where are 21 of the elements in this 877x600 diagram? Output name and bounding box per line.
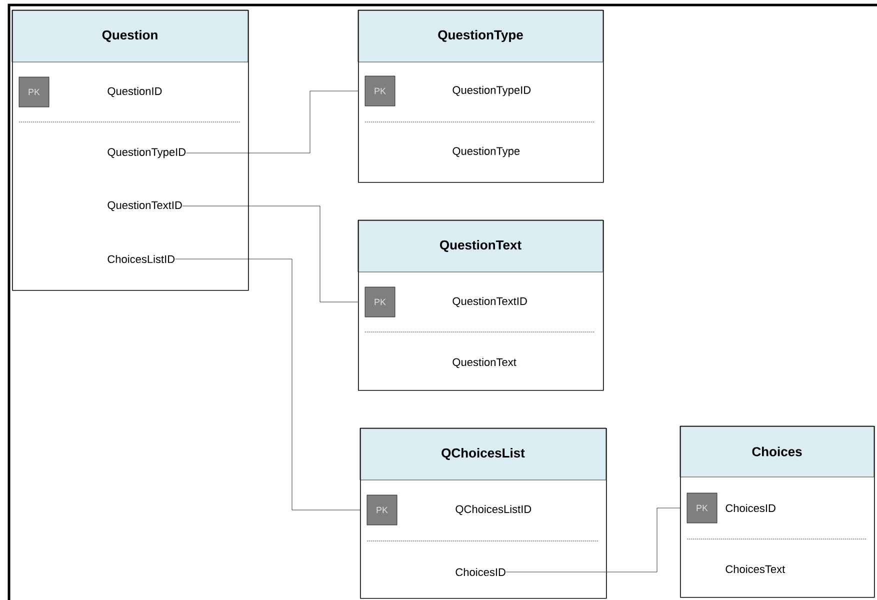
field-name: ChoicesListID <box>108 254 175 264</box>
field-name: ChoicesText <box>726 564 786 574</box>
connector-line <box>175 258 360 510</box>
connector-line <box>182 206 358 302</box>
key-badge: PK <box>366 494 398 526</box>
field-name: QuestionText <box>452 358 516 368</box>
key-badge: PK <box>364 286 396 318</box>
field-name: QChoicesListID <box>456 504 532 516</box>
field-name: ChoicesID <box>456 568 506 576</box>
field-name: QuestionTypeID <box>452 86 531 96</box>
field-name: ChoicesID <box>726 504 776 512</box>
connector-line <box>186 90 358 154</box>
key-badge: PK <box>18 76 50 108</box>
key-badge: PK <box>686 492 718 524</box>
field-name: QuestionTypeID <box>108 148 186 158</box>
field-name: QuestionTextID <box>452 296 527 308</box>
field-name: QuestionID <box>108 86 162 98</box>
field-name: QuestionType <box>452 146 520 158</box>
field-name: QuestionTextID <box>108 200 182 212</box>
connector-line <box>506 508 680 572</box>
key-badge: PK <box>364 76 396 106</box>
